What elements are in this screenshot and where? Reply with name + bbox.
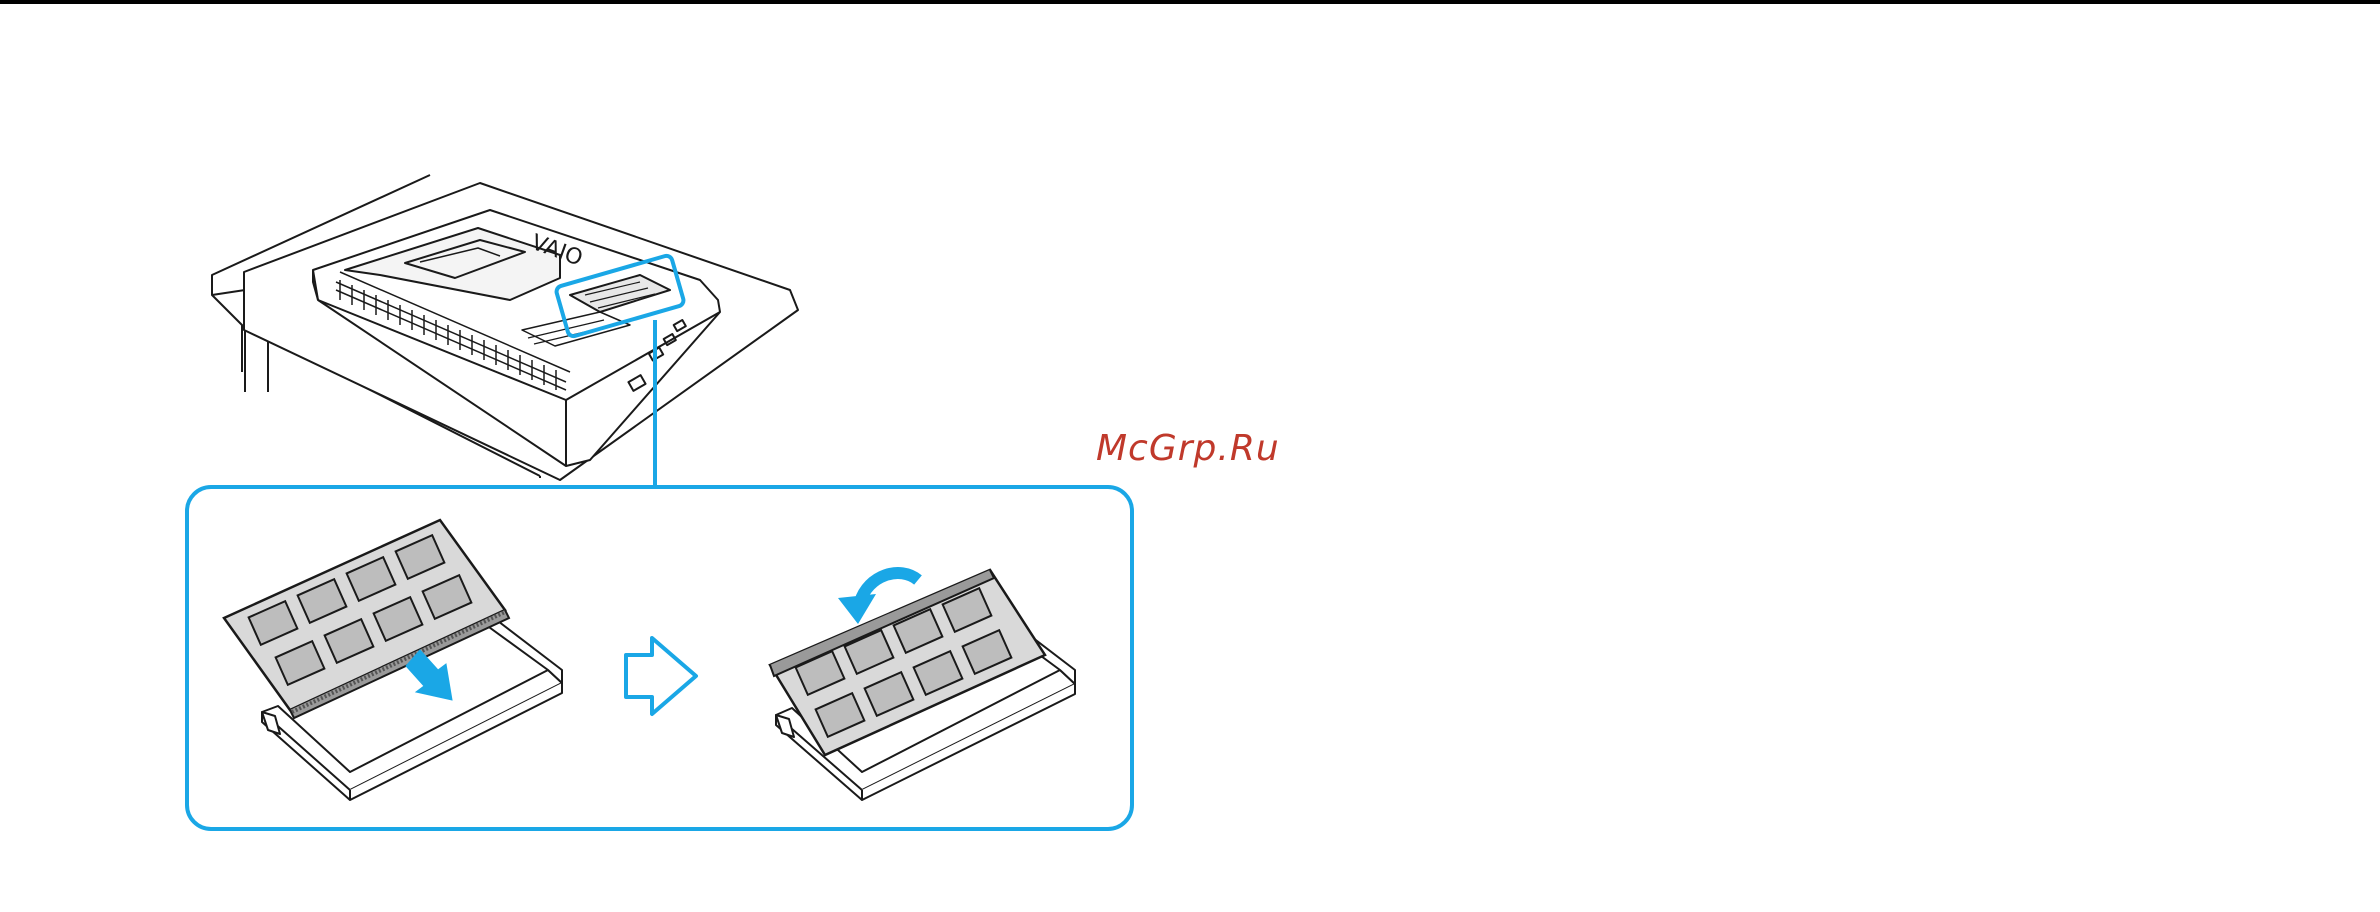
memory-installation-illustration: VAIO: [0, 0, 1140, 840]
computer-rear-view: VAIO: [212, 175, 798, 480]
watermark-text: McGrp.Ru: [1096, 428, 1280, 469]
